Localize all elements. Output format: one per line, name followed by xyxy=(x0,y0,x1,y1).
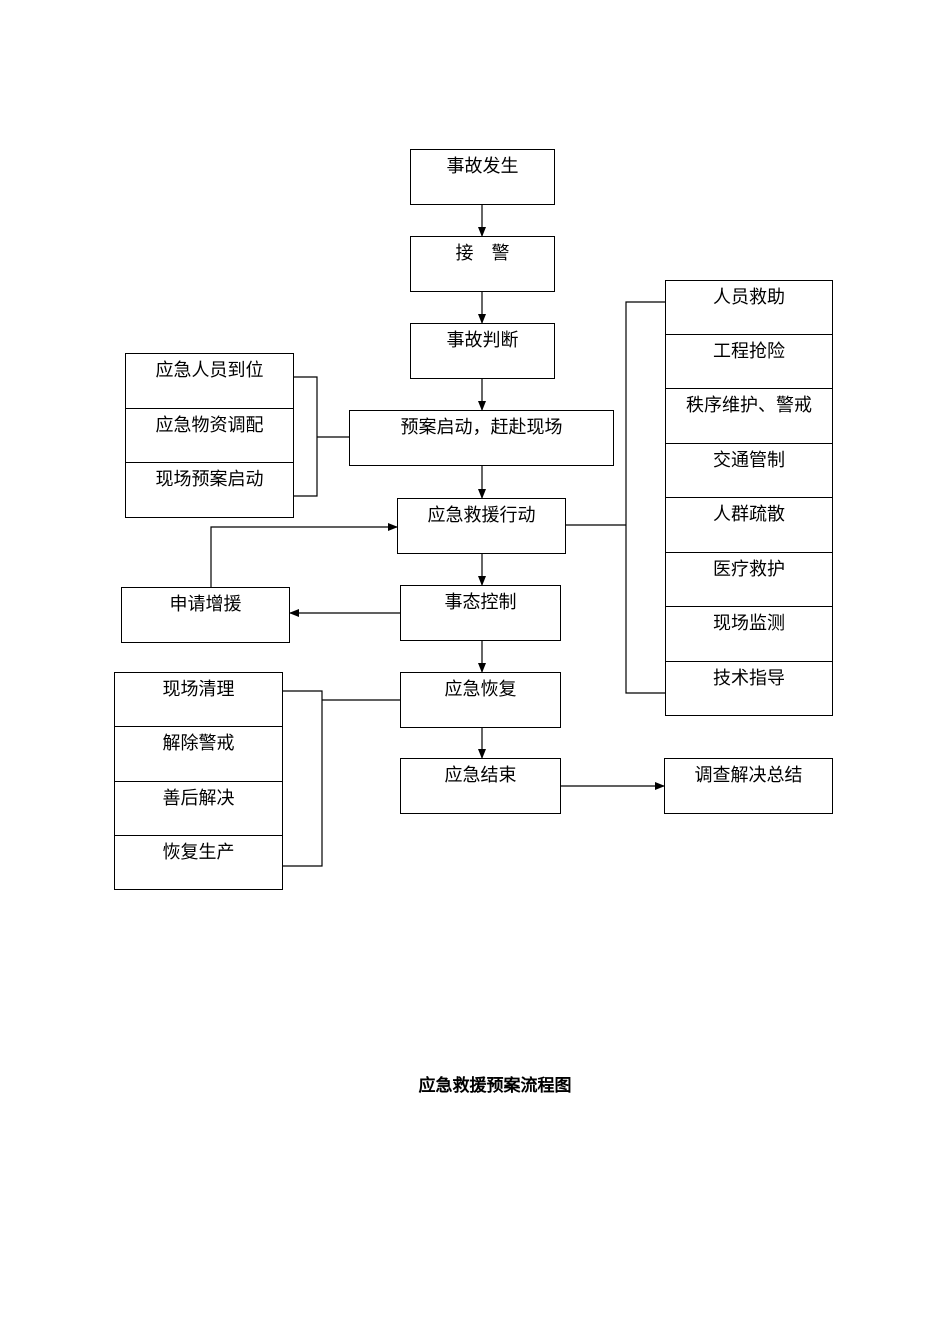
box-emergency-recovery: 应急恢复 xyxy=(400,672,561,728)
box-rescue-item: 交通管制 xyxy=(665,443,833,498)
box-activation-item: 现场预案启动 xyxy=(125,462,294,518)
box-emergency-rescue-action: 应急救援行动 xyxy=(397,498,566,554)
box-emergency-end: 应急结束 xyxy=(400,758,561,814)
bracket-recovery-group xyxy=(282,690,323,867)
box-rescue-item: 秩序维护、警戒 xyxy=(665,388,833,444)
box-rescue-item: 人员救助 xyxy=(665,280,833,335)
box-request-reinforcement: 申请增援 xyxy=(121,587,290,643)
box-rescue-item: 技术指导 xyxy=(665,661,833,716)
box-rescue-item: 人群疏散 xyxy=(665,497,833,553)
arrow-request-to-rescue xyxy=(210,523,398,587)
box-situation-control: 事态控制 xyxy=(400,585,561,641)
box-accident-occurs: 事故发生 xyxy=(410,149,555,205)
diagram-caption: 应急救援预案流程图 xyxy=(418,1076,572,1096)
bracket-activation-group xyxy=(293,376,318,497)
box-activation-item: 应急人员到位 xyxy=(125,353,294,409)
box-receive-alarm: 接 警 xyxy=(410,236,555,292)
box-accident-judgment: 事故判断 xyxy=(410,323,555,379)
box-activation-item: 应急物资调配 xyxy=(125,408,294,463)
bracket-rescue-group xyxy=(625,301,665,694)
box-rescue-item: 工程抢险 xyxy=(665,334,833,389)
box-recovery-item: 解除警戒 xyxy=(114,726,283,782)
box-plan-activation: 预案启动，赶赴现场 xyxy=(349,410,614,466)
box-rescue-item: 医疗救护 xyxy=(665,552,833,607)
box-recovery-item: 现场清理 xyxy=(114,672,283,727)
box-recovery-item: 善后解决 xyxy=(114,781,283,836)
box-rescue-item: 现场监测 xyxy=(665,606,833,662)
box-recovery-item: 恢复生产 xyxy=(114,835,283,890)
box-investigation-summary: 调查解决总结 xyxy=(664,758,833,814)
